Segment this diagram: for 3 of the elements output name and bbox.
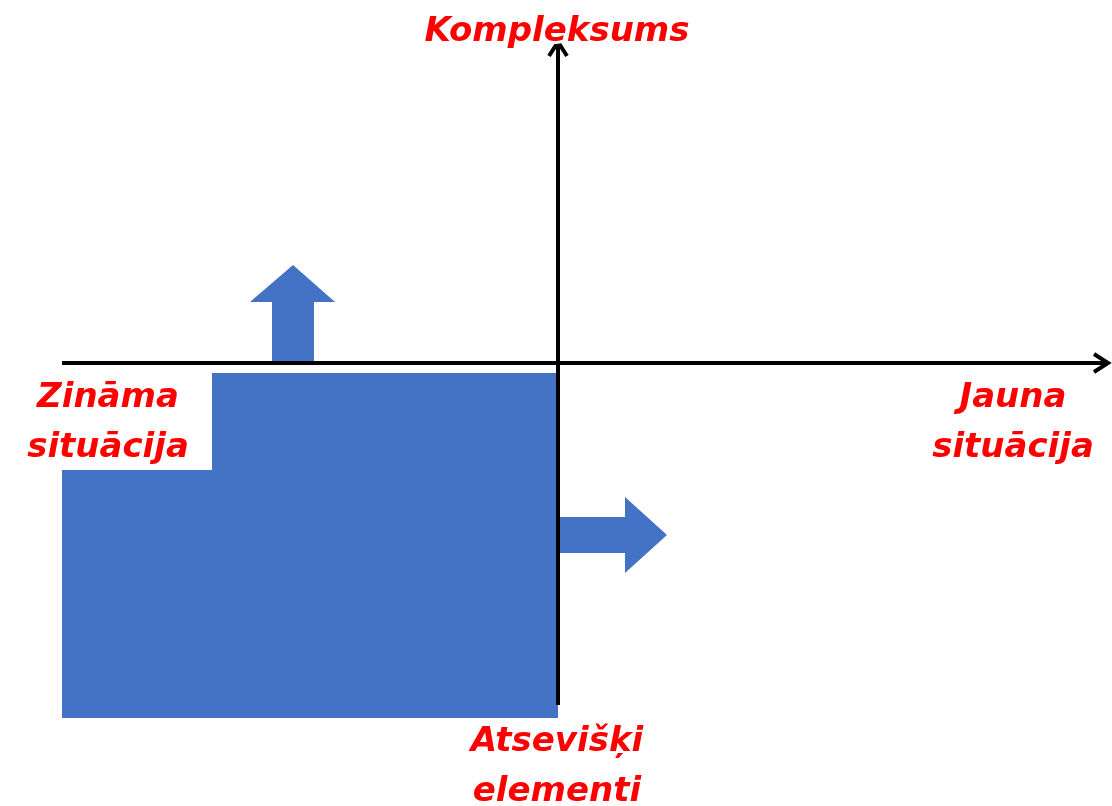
axis-label: Jauna situācija bbox=[931, 374, 1095, 467]
axis-label: Kompleksums bbox=[424, 8, 690, 51]
axis-label: Atsevišķi elementi bbox=[467, 718, 645, 806]
